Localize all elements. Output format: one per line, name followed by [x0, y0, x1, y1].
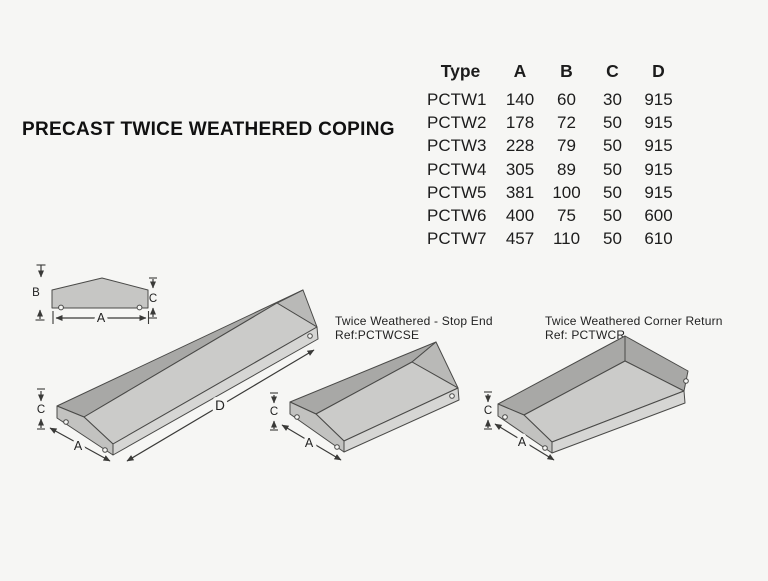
column-header-a: A	[513, 61, 527, 81]
stop-end-caption: Twice Weathered - Stop End Ref:PCTWCSE	[335, 314, 493, 342]
dimension-label-a: A	[97, 311, 106, 325]
drip-groove-notch	[136, 304, 143, 311]
table-cell: 915	[644, 90, 673, 109]
main-coping-drawing: C A D	[37, 289, 319, 462]
table-cell: PCTW6	[427, 205, 487, 225]
table-cell: 50	[603, 136, 622, 156]
table-cell: 600	[644, 205, 673, 225]
near-slope-face	[83, 302, 318, 445]
table-row: PCTW6 400 75 50 600	[425, 204, 681, 227]
table-cell: 50	[603, 113, 622, 133]
table-cell: 140	[505, 90, 535, 109]
stop-end-ref: Ref:PCTWCSE	[335, 328, 420, 342]
dimension-label-c: C	[149, 293, 157, 305]
table-cell: PCTW3	[427, 136, 487, 156]
table-cell: 30	[603, 90, 622, 109]
table-cell: 50	[603, 229, 622, 249]
table-cell: 100	[552, 182, 581, 202]
drip-groove-notch	[58, 304, 64, 311]
table-cell: 89	[557, 159, 576, 179]
table-cell: 915	[644, 182, 673, 202]
dimension-label-a: A	[305, 436, 314, 450]
table-cell: PCTW1	[427, 90, 487, 109]
table-cell: 110	[552, 229, 581, 249]
table-row: PCTW4 305 89 50 915	[425, 158, 681, 181]
table-cell: PCTW5	[427, 182, 487, 202]
table-cell: 75	[557, 205, 576, 225]
table-cell: 381	[505, 182, 535, 202]
dimension-arrow-a	[281, 424, 342, 461]
drip-groove-notch	[307, 333, 313, 339]
column-header-d: D	[652, 61, 665, 81]
table-row: PCTW1 140 60 30 915	[425, 88, 681, 111]
table-cell: 228	[505, 136, 535, 156]
drip-groove-notch	[334, 444, 340, 450]
table-cell: 50	[603, 205, 622, 225]
table-cell: 50	[603, 182, 622, 202]
table-row: PCTW5 381 100 50 915	[425, 181, 681, 204]
stop-end-drawing: C A	[270, 341, 460, 461]
dimension-arrow-d	[126, 349, 315, 462]
dimension-label-d: D	[215, 398, 225, 413]
table-header-row: Type A B C D	[425, 58, 681, 84]
table-cell: 178	[505, 113, 535, 133]
table-cell: 457	[505, 229, 535, 249]
column-header-type: Type	[440, 61, 481, 81]
column-header-c: C	[606, 61, 619, 81]
table-row: PCTW3 228 79 50 915	[425, 134, 681, 157]
corner-return-caption-line: Twice Weathered Corner Return	[545, 314, 723, 328]
coping-profile-shape	[51, 277, 149, 309]
table-cell: 915	[644, 113, 673, 133]
table-cell: PCTW4	[427, 159, 487, 179]
table-cell: 72	[557, 113, 576, 133]
dimension-label-c: C	[37, 404, 45, 416]
dimension-arrow-a	[49, 427, 111, 462]
corner-return-drawing: C A	[484, 335, 689, 461]
table-cell: 610	[644, 229, 673, 249]
drip-groove-notch	[63, 419, 69, 425]
table-cell: 79	[557, 136, 576, 156]
table-cell: 305	[505, 159, 535, 179]
drip-groove-notch	[449, 393, 455, 399]
dimensions-table: Type A B C D PCTW1 140 60 30 915 PCTW2 1…	[425, 58, 681, 250]
table-row: PCTW7 457 110 50 610	[425, 227, 681, 250]
dimension-label-a: A	[518, 435, 527, 449]
table-cell: 915	[644, 159, 673, 179]
corner-return-caption: Twice Weathered Corner Return Ref: PCTWC…	[545, 314, 723, 342]
drip-groove-notch	[683, 378, 689, 384]
dimension-label-c: C	[484, 405, 492, 417]
table-cell: PCTW7	[427, 229, 487, 249]
table-cell: PCTW2	[427, 113, 487, 133]
dimension-label-c: C	[270, 406, 278, 418]
drip-groove-notch	[542, 445, 548, 451]
stop-end-caption-line: Twice Weathered - Stop End	[335, 314, 493, 328]
corner-return-ref: Ref: PCTWCR	[545, 328, 626, 342]
table-cell: 400	[505, 205, 535, 225]
table-cell: 60	[557, 90, 576, 109]
drip-groove-notch	[294, 414, 300, 420]
dimension-label-b: B	[32, 287, 40, 299]
dimension-arrow-a	[494, 423, 555, 461]
dimension-label-a: A	[74, 439, 83, 453]
table-cell: 50	[603, 159, 622, 179]
table-row: PCTW2 178 72 50 915	[425, 111, 681, 134]
drip-groove-notch	[502, 414, 508, 420]
page-title: PRECAST TWICE WEATHERED COPING	[22, 119, 395, 140]
drip-groove-notch	[102, 447, 108, 453]
table-cell: 915	[644, 136, 673, 156]
cross-section-diagram: B C A	[32, 264, 157, 329]
column-header-b: B	[560, 61, 573, 81]
